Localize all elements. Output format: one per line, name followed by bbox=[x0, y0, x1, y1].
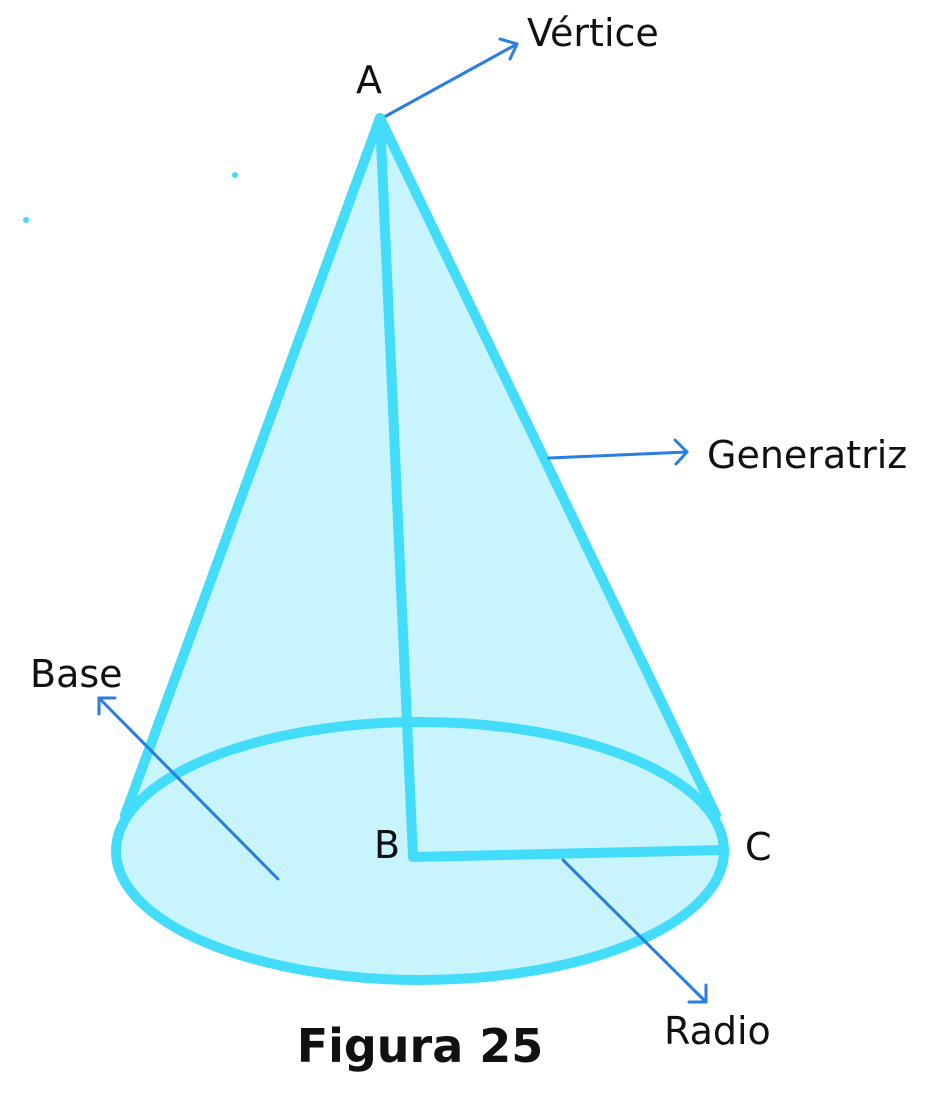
left-generatrix-line bbox=[120, 113, 385, 820]
generatrix-pointer-arrow-icon bbox=[547, 438, 689, 466]
cone-lateral-surface bbox=[125, 118, 716, 815]
right-generatrix-line bbox=[375, 113, 721, 820]
apex-point-label: A bbox=[356, 58, 382, 102]
radius-line bbox=[408, 845, 729, 862]
radius-pointer-arrow-icon bbox=[561, 858, 708, 1004]
vertex-pointer-arrow-icon bbox=[384, 37, 519, 118]
speck-dot bbox=[23, 217, 29, 223]
speck-dot bbox=[232, 172, 238, 178]
base-pointer-arrow-icon bbox=[97, 696, 280, 881]
rim-point-label: C bbox=[745, 825, 772, 869]
vertex-label: Vértice bbox=[527, 11, 659, 55]
generatrix-label: Generatriz bbox=[707, 433, 907, 477]
center-point-label: B bbox=[374, 823, 400, 867]
radius-label: Radio bbox=[664, 1009, 771, 1053]
height-line bbox=[375, 113, 418, 862]
base-label: Base bbox=[30, 652, 123, 696]
figure-caption: Figura 25 bbox=[297, 1019, 544, 1073]
